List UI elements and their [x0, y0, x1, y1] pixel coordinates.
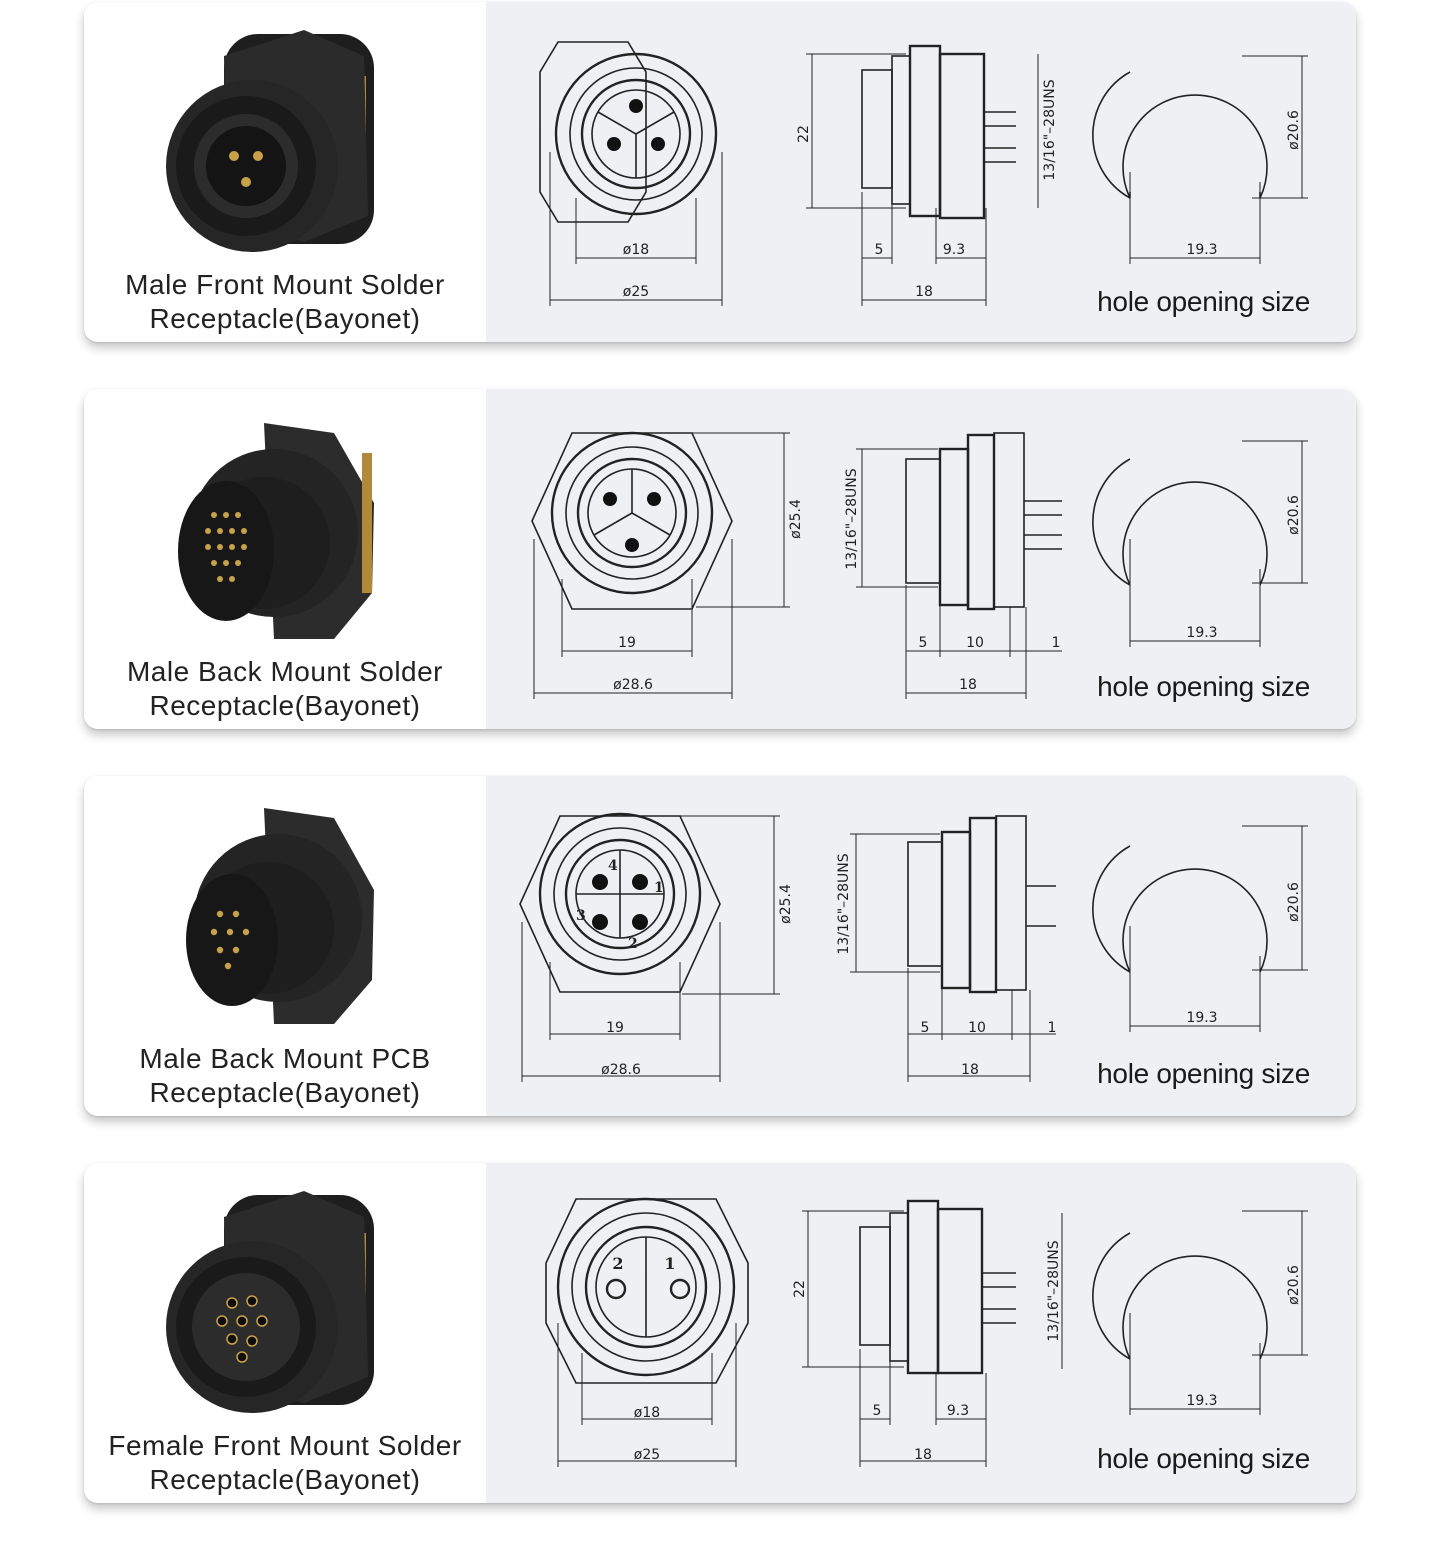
front-view: 2 1 ø18 ø25 [545, 1197, 749, 1467]
product-title: Male Front Mount Solder Receptacle(Bayon… [84, 268, 486, 336]
pin-label-2: 2 [612, 1254, 623, 1273]
pin-label-2: 2 [628, 936, 638, 952]
connector-photo [166, 1191, 374, 1413]
pin-label-1: 1 [664, 1254, 675, 1273]
product-photo-panel: Male Back Mount Solder Receptacle(Bayone… [84, 389, 486, 729]
dim-thread: 13/16"–28UNS [836, 853, 852, 954]
dim-side-height: 22 [792, 1280, 808, 1298]
dim-a: 5 [921, 1020, 930, 1036]
dim-a: 5 [919, 635, 928, 651]
product-title: Male Back Mount PCB Receptacle(Bayonet) [84, 1042, 486, 1110]
dim-total-length: 18 [961, 1062, 979, 1078]
dim-hole-width: 19.3 [1186, 1393, 1217, 1409]
title-line-2: Receptacle(Bayonet) [149, 303, 421, 334]
dim-hole-width: 19.3 [1186, 625, 1217, 641]
dim-a: 5 [875, 242, 884, 258]
dim-outer-diameter: ø28.6 [613, 677, 653, 693]
drawing-panel: ø25.4 19 ø28.6 [486, 389, 1356, 729]
dim-b: 9.3 [943, 242, 965, 258]
product-card-male-front-solder: Male Front Mount Solder Receptacle(Bayon… [84, 2, 1356, 342]
pin-label-1: 1 [654, 880, 664, 896]
front-view: ø25.4 19 ø28.6 [531, 431, 804, 699]
connector-photo [166, 30, 374, 252]
dim-c: 1 [1052, 635, 1061, 651]
dim-hole-width: 19.3 [1186, 242, 1217, 258]
dim-total-length: 18 [914, 1447, 932, 1463]
dim-thread: 13/16"–28UNS [1042, 79, 1058, 180]
title-line-2: Receptacle(Bayonet) [149, 1077, 421, 1108]
technical-drawing: ø18 ø25 22 13/16"–28UNS [539, 41, 1308, 306]
side-view: 22 13/16"–28UNS 5 9.3 18 [796, 44, 1058, 306]
front-view: ø18 ø25 [539, 41, 723, 306]
hole-view: 19.3 ø20.6 [1092, 825, 1308, 1032]
dim-inner-diameter: ø18 [634, 1405, 660, 1421]
product-card-female-front-solder: Female Front Mount Solder Receptacle(Bay… [84, 1163, 1356, 1503]
dim-hole-diameter: ø20.6 [1286, 495, 1302, 535]
title-line-2: Receptacle(Bayonet) [149, 1464, 421, 1495]
dim-b: 10 [968, 1020, 986, 1036]
hole-opening-label: hole opening size [1097, 1443, 1310, 1474]
hole-opening-label: hole opening size [1097, 671, 1310, 702]
dim-b: 9.3 [947, 1403, 969, 1419]
product-title: Female Front Mount Solder Receptacle(Bay… [84, 1429, 486, 1497]
dim-inner-width: 19 [618, 635, 636, 651]
dim-a: 5 [873, 1403, 882, 1419]
dim-front-height: ø25.4 [778, 884, 794, 924]
dim-hole-diameter: ø20.6 [1286, 1265, 1302, 1305]
dim-hole-diameter: ø20.6 [1286, 110, 1302, 150]
product-title: Male Back Mount Solder Receptacle(Bayone… [84, 655, 486, 723]
technical-drawing: 4 1 3 2 ø25.4 19 ø28.6 [519, 812, 1308, 1082]
technical-drawing: 2 1 ø18 ø25 [545, 1197, 1308, 1467]
title-line-2: Receptacle(Bayonet) [149, 690, 421, 721]
connector-photo [178, 423, 374, 639]
side-view: 13/16"–28UNS 5 10 1 18 [836, 815, 1057, 1082]
dim-total-length: 18 [959, 677, 977, 693]
dim-outer-diameter: ø28.6 [601, 1062, 641, 1078]
title-line-1: Male Front Mount Solder [125, 269, 445, 300]
title-line-1: Male Back Mount PCB [139, 1043, 431, 1074]
title-line-1: Male Back Mount Solder [126, 656, 444, 687]
hole-view: 19.3 ø20.6 [1092, 55, 1308, 264]
drawing-panel: 4 1 3 2 ø25.4 19 ø28.6 [486, 776, 1356, 1116]
product-photo-panel: Male Front Mount Solder Receptacle(Bayon… [84, 2, 486, 342]
dim-inner-width: 19 [606, 1020, 624, 1036]
hole-opening-label: hole opening size [1097, 286, 1310, 317]
dim-front-height: ø25.4 [788, 499, 804, 539]
dim-hole-width: 19.3 [1186, 1010, 1217, 1026]
pin-label-3: 3 [576, 908, 586, 924]
connector-photo [186, 808, 374, 1024]
side-view: 13/16"–28UNS 5 10 1 18 [844, 432, 1062, 699]
dim-total-length: 18 [915, 284, 933, 300]
dim-inner-diameter: ø18 [623, 242, 649, 258]
dim-thread: 13/16"–28UNS [844, 468, 860, 569]
dim-outer-diameter: ø25 [623, 284, 649, 300]
dim-c: 1 [1048, 1020, 1057, 1036]
side-view: 22 13/16"–28UNS 5 9.3 18 [792, 1199, 1063, 1467]
product-photo-panel: Female Front Mount Solder Receptacle(Bay… [84, 1163, 486, 1503]
dim-hole-diameter: ø20.6 [1286, 882, 1302, 922]
product-card-male-back-solder: Male Back Mount Solder Receptacle(Bayone… [84, 389, 1356, 729]
hole-view: 19.3 ø20.6 [1092, 440, 1308, 647]
hole-view: 19.3 ø20.6 [1092, 1210, 1308, 1415]
dim-outer-diameter: ø25 [634, 1447, 660, 1463]
dim-side-height: 22 [796, 125, 812, 143]
title-line-1: Female Front Mount Solder [108, 1430, 462, 1461]
pin-label-4: 4 [608, 858, 618, 874]
product-card-male-back-pcb: Male Back Mount PCB Receptacle(Bayonet) … [84, 776, 1356, 1116]
drawing-panel: 2 1 ø18 ø25 [486, 1163, 1356, 1503]
hole-opening-label: hole opening size [1097, 1058, 1310, 1089]
dim-thread: 13/16"–28UNS [1046, 1240, 1062, 1341]
dim-b: 10 [966, 635, 984, 651]
product-photo-panel: Male Back Mount PCB Receptacle(Bayonet) [84, 776, 486, 1116]
technical-drawing: ø25.4 19 ø28.6 [531, 431, 1308, 699]
drawing-panel: ø18 ø25 22 13/16"–28UNS [486, 2, 1356, 342]
front-view: 4 1 3 2 ø25.4 19 ø28.6 [519, 812, 794, 1082]
